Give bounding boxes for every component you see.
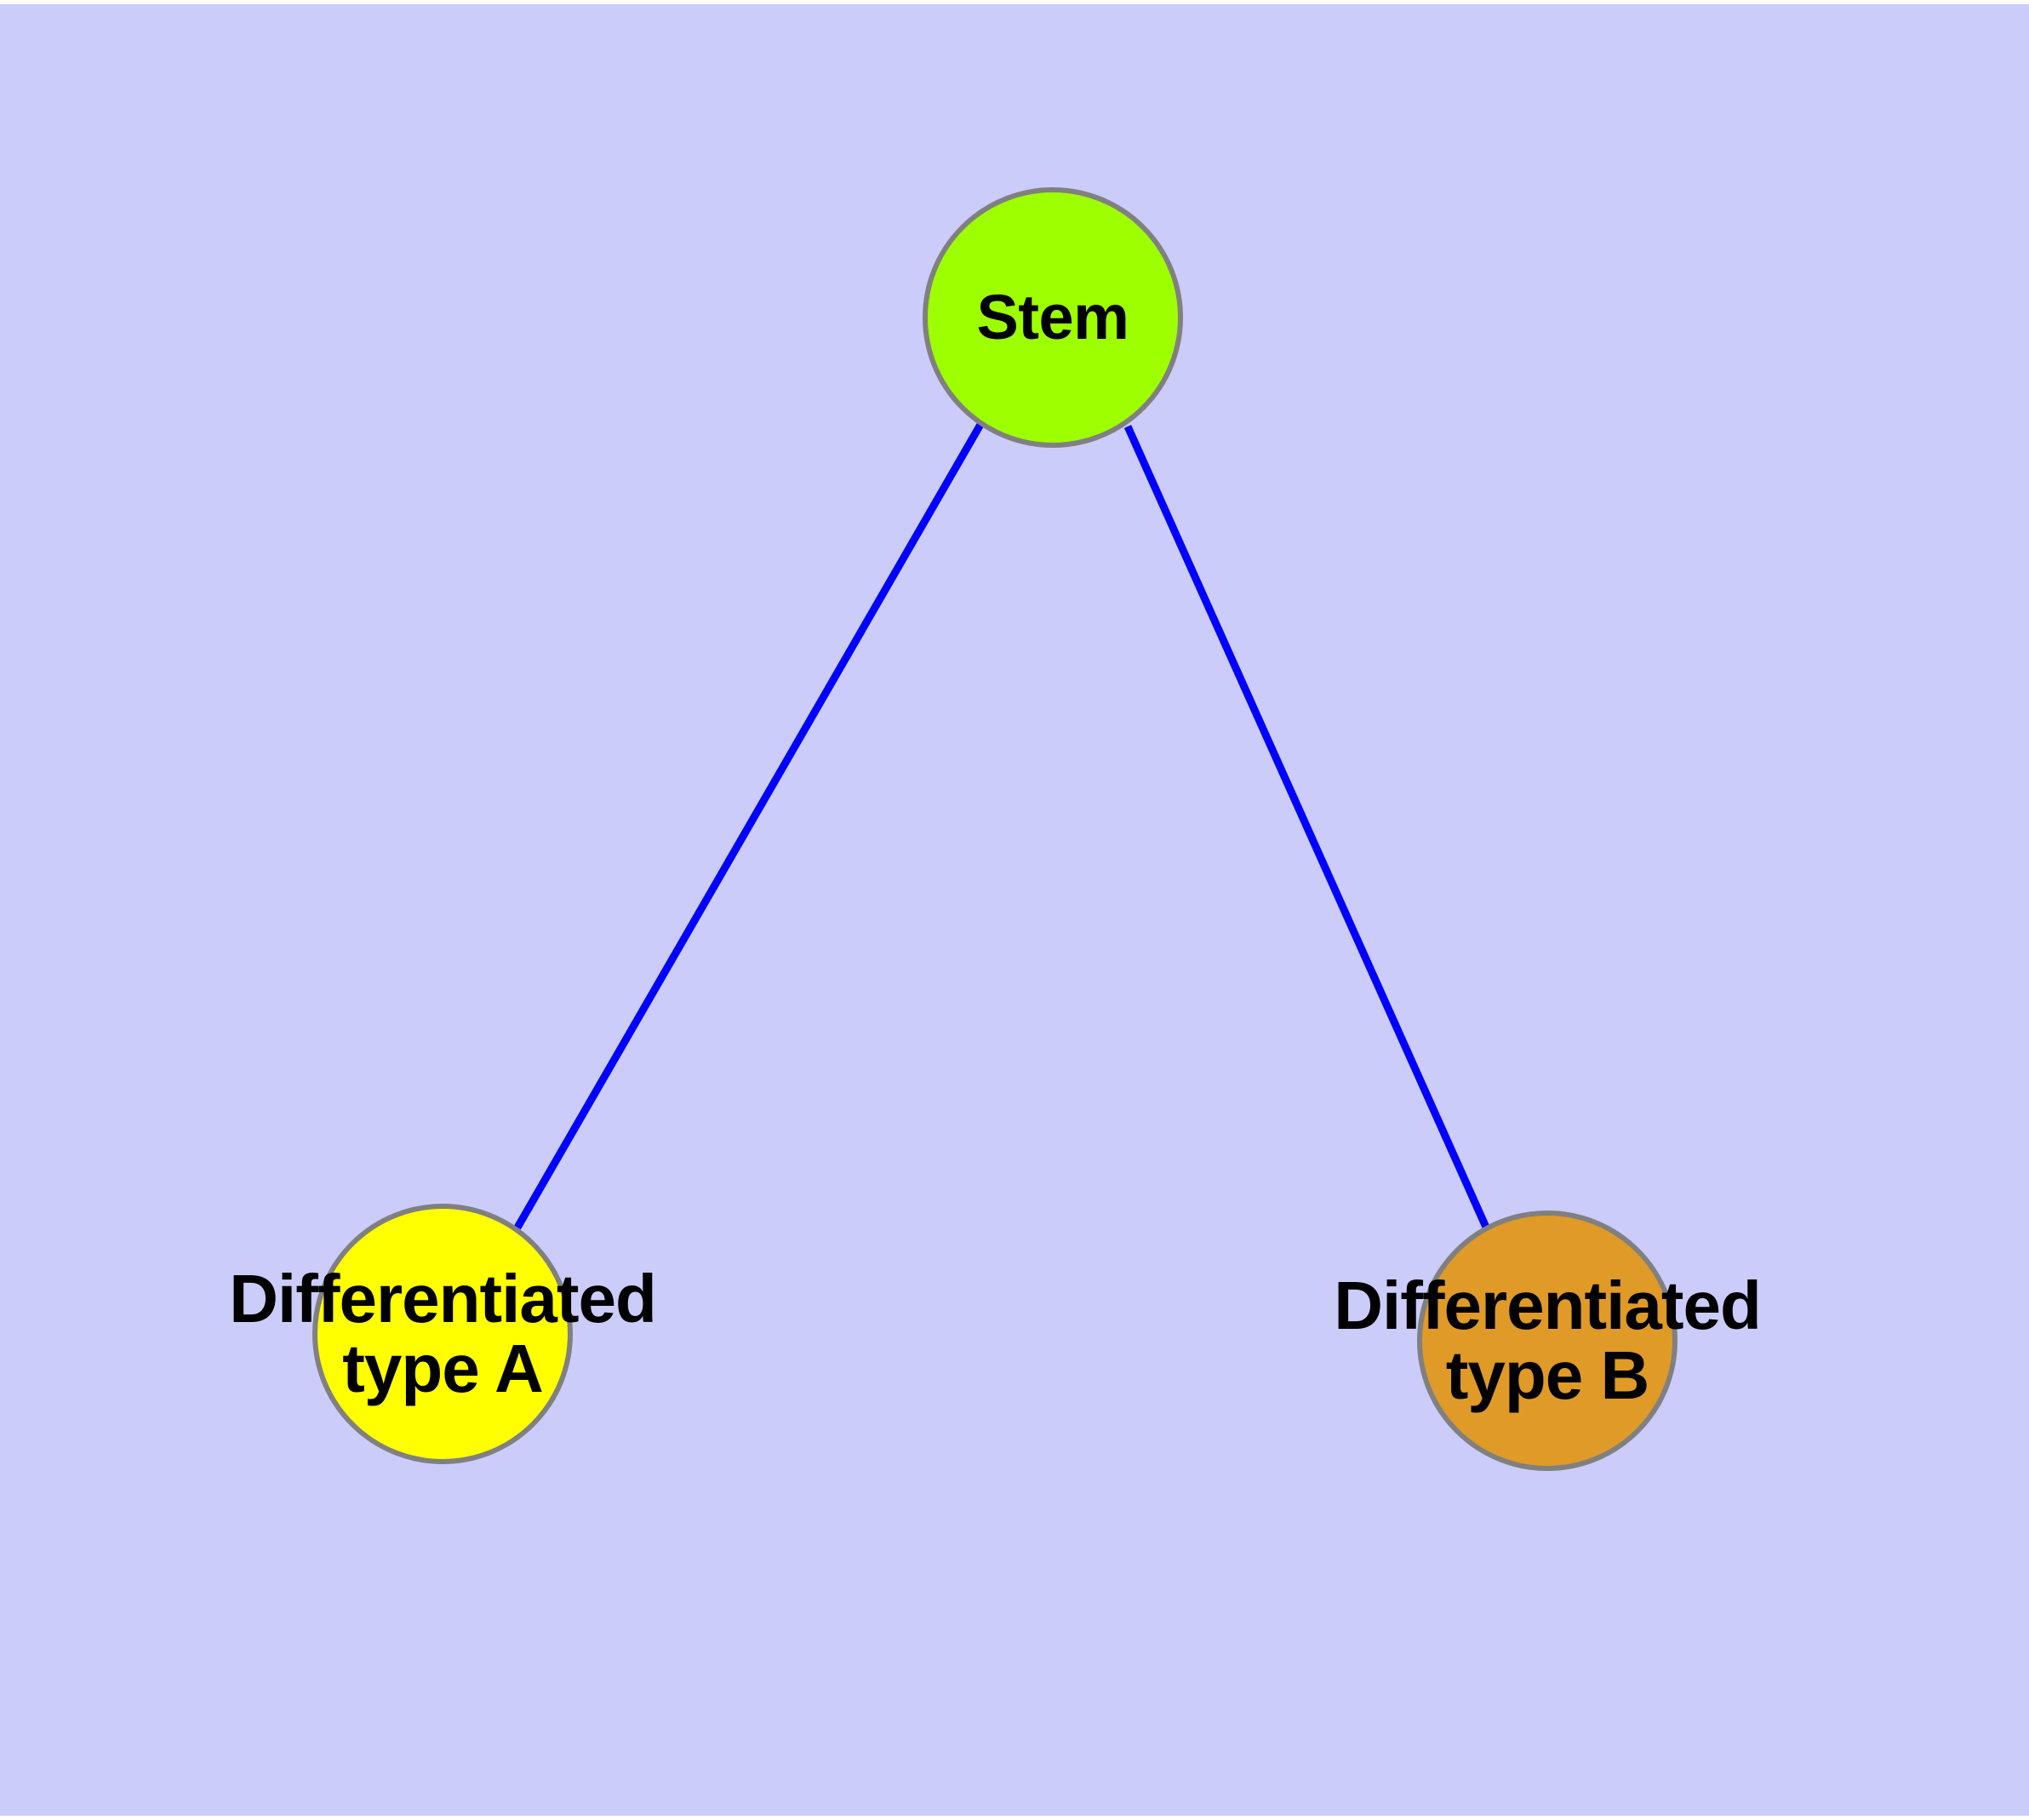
edge-stem-to-diff-b: [1123, 425, 1492, 1233]
node-stem[interactable]: [923, 187, 1183, 448]
graph-svg: [312, 187, 1677, 1471]
diagram-plot-area: Stem Differentiated type A Differentiate…: [0, 4, 2029, 1816]
edge-stem-to-diff-a: [514, 421, 985, 1230]
edge-layer: [514, 421, 1492, 1233]
node-layer: [312, 187, 1677, 1471]
node-differentiated-type-a[interactable]: [312, 1204, 573, 1464]
node-differentiated-type-b[interactable]: [1417, 1210, 1677, 1471]
